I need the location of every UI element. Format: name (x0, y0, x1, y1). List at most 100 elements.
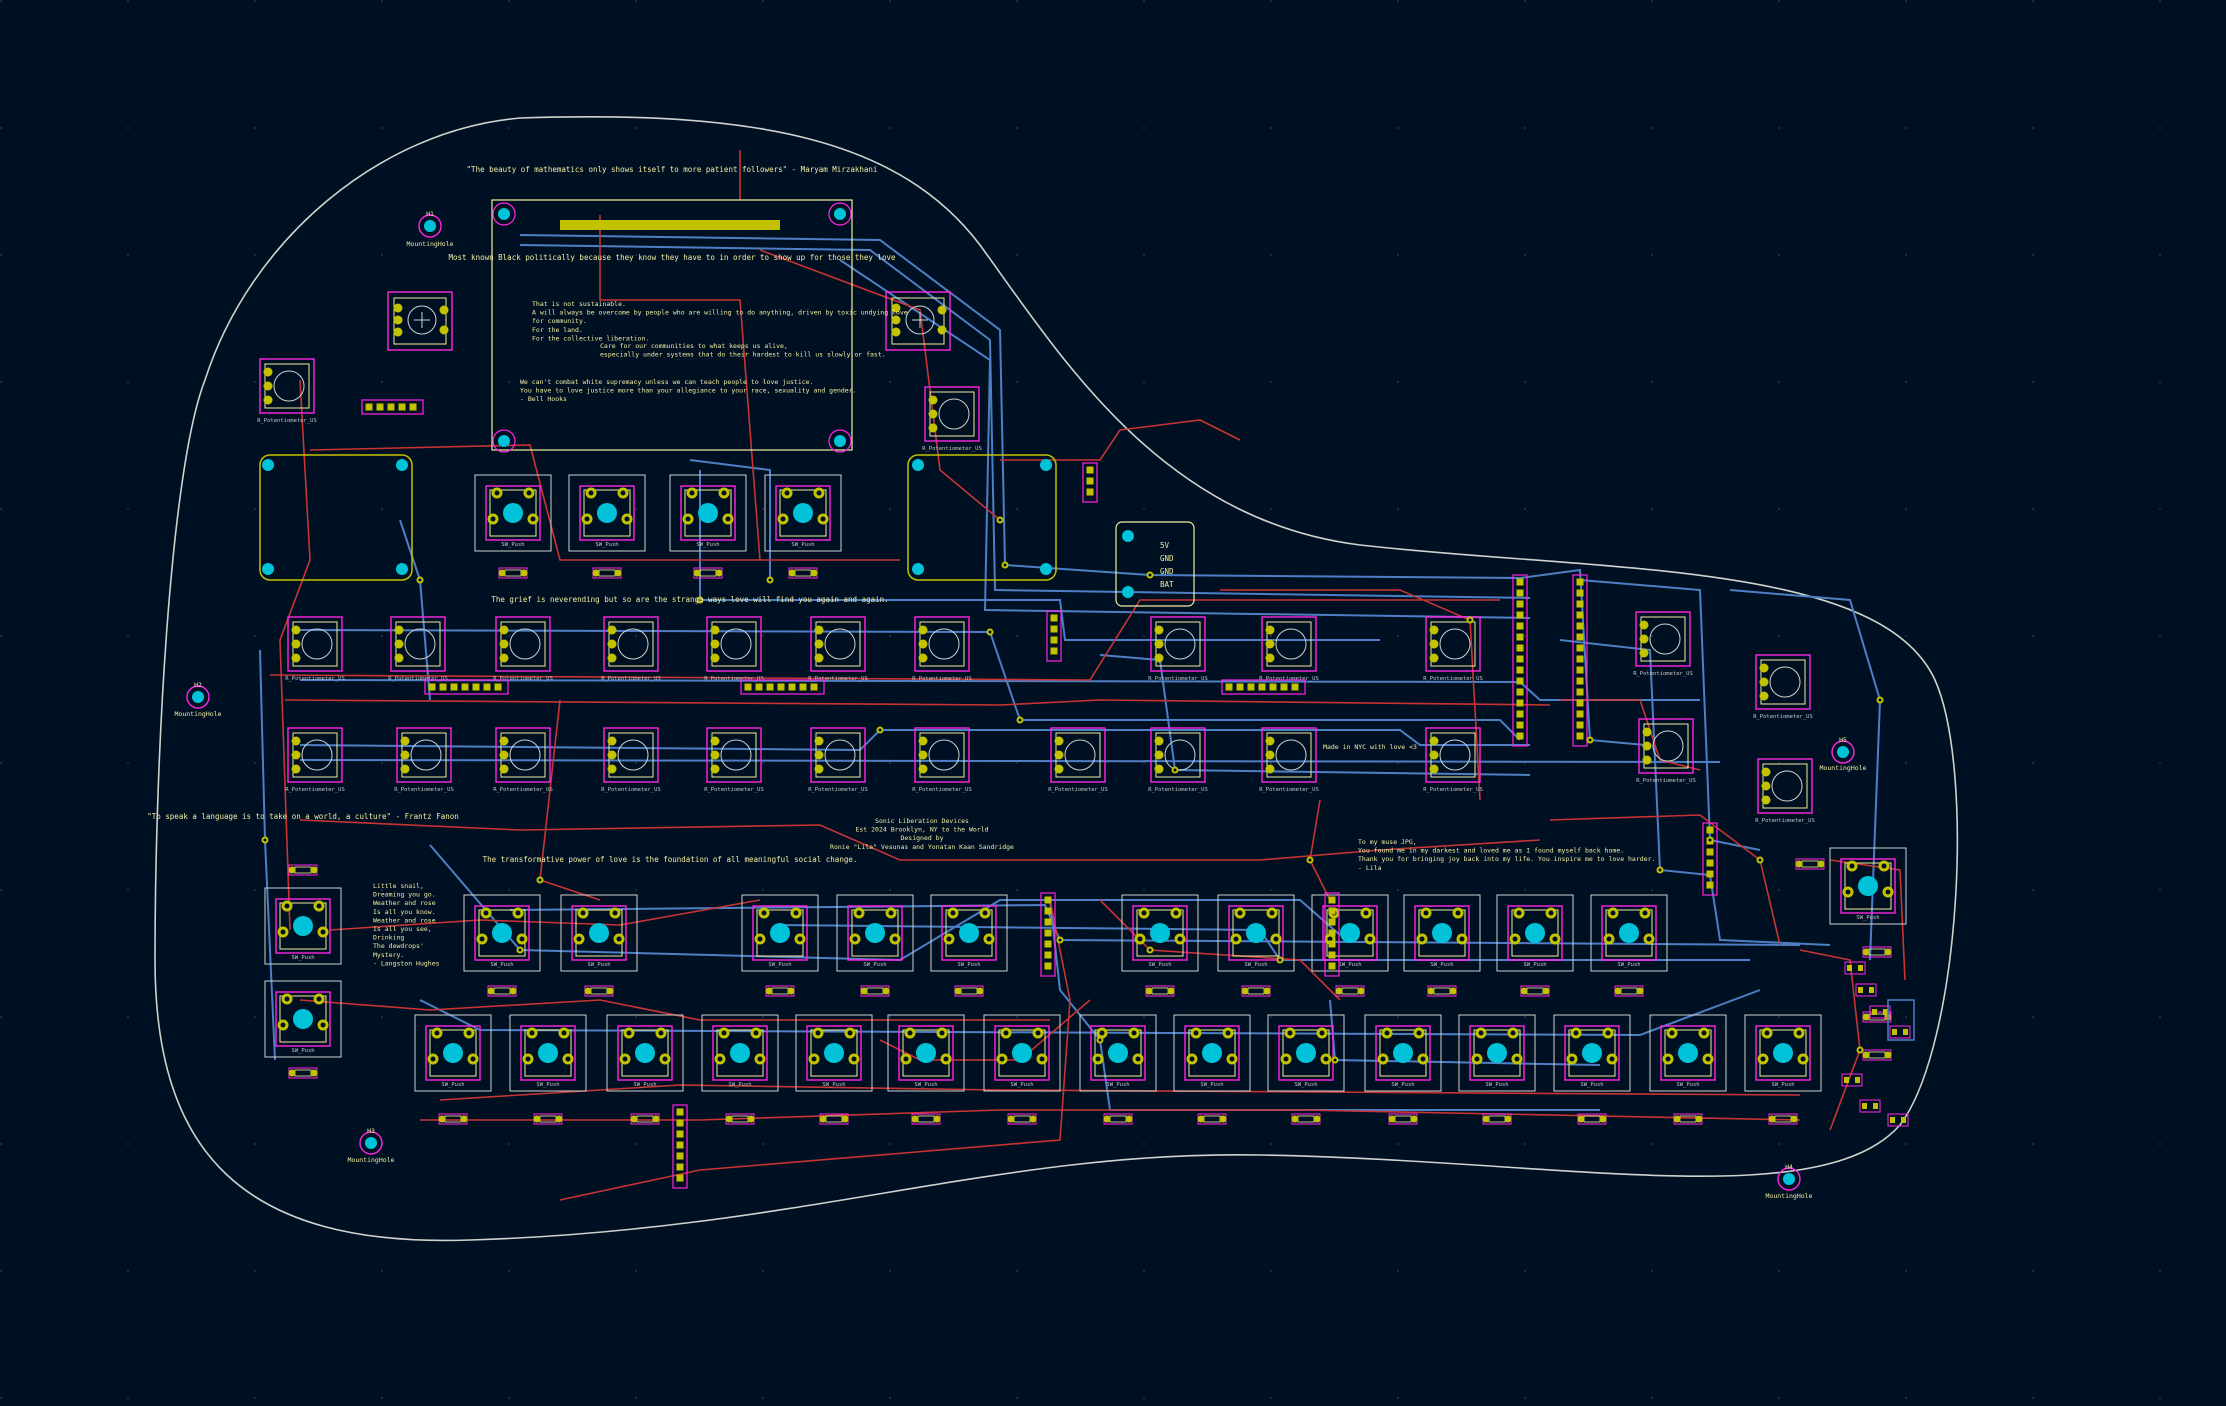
ic-mux-2[interactable] (740, 679, 825, 695)
resistor-10[interactable] (1241, 985, 1271, 997)
resistor-2[interactable] (693, 567, 723, 579)
push-switch-9[interactable]: SW_Push (1121, 894, 1199, 972)
smd-cluster[interactable] (1841, 961, 1915, 1127)
push-switch-25[interactable]: SW_Push (1364, 1014, 1442, 1092)
resistor-8[interactable] (954, 985, 984, 997)
potentiometer-3[interactable]: R_Potentiometer_US (388, 616, 448, 682)
push-switch-30[interactable]: SW_Push (264, 887, 342, 965)
resistor-6[interactable] (765, 985, 795, 997)
push-switch-20[interactable]: SW_Push (887, 1014, 965, 1092)
ic-header-bottom[interactable] (672, 1104, 688, 1189)
resistor-25[interactable] (1388, 1113, 1418, 1125)
ic-header-center[interactable] (1040, 892, 1056, 977)
push-switch-6[interactable]: SW_Push (741, 894, 819, 972)
resistor-7[interactable] (860, 985, 890, 997)
ic-header-right[interactable] (1324, 892, 1340, 977)
resistor-12[interactable] (1427, 985, 1457, 997)
resistor-18[interactable] (725, 1113, 755, 1125)
push-switch-28[interactable]: SW_Push (1649, 1014, 1727, 1092)
resistor-19[interactable] (819, 1113, 849, 1125)
potentiometer-22[interactable]: R_Potentiometer_US (1423, 727, 1483, 793)
push-switch-11[interactable]: SW_Push (1311, 894, 1389, 972)
push-switch-10[interactable]: SW_Push (1217, 894, 1295, 972)
potentiometer-25[interactable]: R_Potentiometer_US (1636, 718, 1696, 784)
resistor-30[interactable] (288, 864, 318, 876)
push-switch-15[interactable]: SW_Push (414, 1014, 492, 1092)
potentiometer-0[interactable]: R_Potentiometer_US (257, 358, 317, 424)
potentiometer-26[interactable]: R_Potentiometer_US (1755, 758, 1815, 824)
resistor-35[interactable] (1862, 1049, 1892, 1061)
potentiometer-5[interactable]: R_Potentiometer_US (601, 616, 661, 682)
push-switch-26[interactable]: SW_Push (1458, 1014, 1536, 1092)
push-switch-22[interactable]: SW_Push (1079, 1014, 1157, 1092)
resistor-31[interactable] (288, 1067, 318, 1079)
potentiometer-12[interactable]: R_Potentiometer_US (285, 727, 345, 793)
resistor-22[interactable] (1103, 1113, 1133, 1125)
mounting-hole-h4[interactable]: H4 MountingHole (1766, 1163, 1813, 1200)
potentiometer-19[interactable]: R_Potentiometer_US (1048, 727, 1108, 793)
push-switch-1[interactable]: SW_Push (568, 474, 646, 552)
resistor-27[interactable] (1577, 1113, 1607, 1125)
ic-mux-3[interactable] (1221, 679, 1306, 695)
push-switch-27[interactable]: SW_Push (1553, 1014, 1631, 1092)
mcu-pins-right[interactable] (1572, 574, 1588, 747)
push-switch-17[interactable]: SW_Push (606, 1014, 684, 1092)
resistor-24[interactable] (1291, 1113, 1321, 1125)
push-switch-16[interactable]: SW_Push (509, 1014, 587, 1092)
mounting-hole-h5[interactable]: H5 MountingHole (1820, 736, 1867, 772)
potentiometer-13[interactable]: R_Potentiometer_US (394, 727, 454, 793)
push-switch-32[interactable]: SW_Push (1829, 847, 1907, 925)
potentiometer-21[interactable]: R_Potentiometer_US (1259, 727, 1319, 793)
push-switch-31[interactable]: SW_Push (264, 980, 342, 1058)
potentiometer-23[interactable]: R_Potentiometer_US (1633, 611, 1693, 677)
switch-small[interactable] (1046, 610, 1062, 662)
push-switch-18[interactable]: SW_Push (701, 1014, 779, 1092)
push-switch-19[interactable]: SW_Push (795, 1014, 873, 1092)
display-module-left[interactable] (259, 454, 413, 581)
resistor-0[interactable] (498, 567, 528, 579)
ic-mux-1[interactable] (424, 679, 509, 695)
potentiometer-14[interactable]: R_Potentiometer_US (493, 727, 553, 793)
rotary-encoder-0[interactable] (387, 291, 453, 351)
resistor-29[interactable] (1768, 1113, 1798, 1125)
resistor-4[interactable] (487, 985, 517, 997)
resistor-23[interactable] (1197, 1113, 1227, 1125)
board-outline[interactable] (154, 115, 1959, 1242)
potentiometer-15[interactable]: R_Potentiometer_US (601, 727, 661, 793)
resistor-1[interactable] (592, 567, 622, 579)
potentiometer-17[interactable]: R_Potentiometer_US (808, 727, 868, 793)
resistor-14[interactable] (1614, 985, 1644, 997)
resistor-26[interactable] (1482, 1113, 1512, 1125)
display-module-top[interactable] (491, 199, 853, 453)
resistor-3[interactable] (788, 567, 818, 579)
mounting-hole-h3[interactable]: H3 MountingHole (348, 1127, 395, 1164)
resistor-20[interactable] (911, 1113, 941, 1125)
push-switch-3[interactable]: SW_Push (764, 474, 842, 552)
push-switch-13[interactable]: SW_Push (1496, 894, 1574, 972)
switch-spdt[interactable] (1082, 462, 1098, 503)
resistor-32[interactable] (1795, 858, 1825, 870)
push-switch-8[interactable]: SW_Push (930, 894, 1008, 972)
mounting-hole-h1[interactable]: H1 MountingHole (407, 210, 454, 248)
rotary-encoder-1[interactable] (885, 291, 951, 351)
resistor-13[interactable] (1520, 985, 1550, 997)
push-switch-12[interactable]: SW_Push (1403, 894, 1481, 972)
resistor-15[interactable] (438, 1113, 468, 1125)
potentiometer-7[interactable]: R_Potentiometer_US (808, 616, 868, 682)
potentiometer-2[interactable]: R_Potentiometer_US (285, 616, 345, 682)
potentiometer-8[interactable]: R_Potentiometer_US (912, 616, 972, 682)
potentiometer-11[interactable]: R_Potentiometer_US (1423, 616, 1483, 682)
push-switch-21[interactable]: SW_Push (983, 1014, 1061, 1092)
mcu-pins-left[interactable] (1512, 574, 1528, 747)
potentiometer-4[interactable]: R_Potentiometer_US (493, 616, 553, 682)
resistor-16[interactable] (533, 1113, 563, 1125)
push-switch-7[interactable]: SW_Push (836, 894, 914, 972)
push-switch-5[interactable]: SW_Push (560, 894, 638, 972)
resistor-28[interactable] (1673, 1113, 1703, 1125)
push-switch-14[interactable]: SW_Push (1590, 894, 1668, 972)
resistor-17[interactable] (630, 1113, 660, 1125)
potentiometer-10[interactable]: R_Potentiometer_US (1259, 616, 1319, 682)
resistor-33[interactable] (1862, 946, 1892, 958)
push-switch-29[interactable]: SW_Push (1744, 1014, 1822, 1092)
